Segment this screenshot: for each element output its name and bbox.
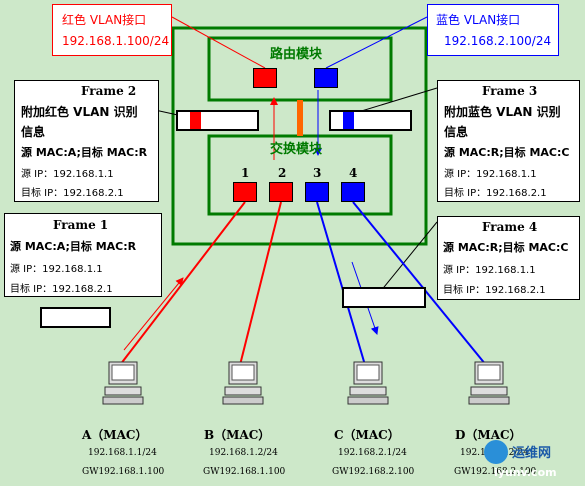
host-b-gw: GW192.168.1.100 (203, 467, 286, 477)
watermark-name: 运维网 (512, 446, 552, 461)
port-number-4: 4 (349, 166, 358, 180)
frame3-info-box: Frame 3 附加蓝色 VLAN 识别 信息 源 MAC:R;目标 MAC:C… (437, 80, 580, 202)
watermark-logo-icon (484, 440, 508, 464)
frame4-line2: 源 IP：192.168.1.1 (443, 265, 536, 276)
frame2-line4: 源 IP：192.168.1.1 (21, 169, 114, 180)
switching-module-label: 交换模块 (270, 142, 323, 157)
frame3-line3: 源 MAC:R;目标 MAC:C (444, 146, 570, 159)
blue-vlan-ip: 192.168.2.100/24 (444, 34, 552, 48)
frame3-title: Frame 3 (482, 84, 538, 98)
untagged-frame-4 (342, 287, 426, 308)
router-red-interface (253, 68, 277, 88)
router-blue-interface (314, 68, 338, 88)
frame2-title: Frame 2 (81, 84, 137, 98)
blue-interface-callout (325, 16, 428, 69)
cable-d (352, 201, 487, 366)
host-a-ip: 192.168.1.1/24 (88, 448, 157, 458)
traffic-arrow-a (123, 277, 184, 351)
blue-vlan-interface-box: 蓝色 VLAN接口 192.168.2.100/24 (427, 4, 559, 56)
host-a-name: A（MAC） (82, 428, 148, 442)
host-d-gw: GW192.168.2.100 (454, 467, 537, 477)
red-vlan-interface-box: 红色 VLAN接口 192.168.1.100/24 (52, 4, 172, 56)
port-number-1: 1 (241, 166, 250, 180)
port-number-2: 2 (278, 166, 287, 180)
red-vlan-tag (190, 112, 201, 129)
host-d-name: D（MAC） (455, 428, 522, 442)
host-c-name: C（MAC） (334, 428, 400, 442)
frame4-line1: 源 MAC:R;目标 MAC:C (443, 241, 569, 254)
device-frame (171, 26, 428, 246)
watermark-url: iyunv.com (494, 466, 557, 479)
host-c-ip: 192.168.2.1/24 (338, 448, 407, 458)
frame4-info-box: Frame 4 源 MAC:R;目标 MAC:C 源 IP：192.168.1.… (437, 216, 580, 300)
cable-b (239, 201, 282, 366)
frame4-title: Frame 4 (482, 220, 538, 234)
frame2-line5: 目标 IP：192.168.2.1 (21, 188, 124, 199)
frame1-line2: 源 IP：192.168.1.1 (10, 264, 103, 275)
frame4-line3: 目标 IP：192.168.2.1 (443, 285, 546, 296)
host-b-name: B（MAC） (204, 428, 271, 442)
switch-port-4 (341, 182, 365, 202)
untagged-frame-1 (40, 307, 111, 328)
routing-module-label: 路由模块 (270, 47, 323, 62)
red-vlan-ip: 192.168.1.100/24 (62, 34, 170, 48)
switch-port-1 (233, 182, 257, 202)
host-b-ip: 192.168.1.2/24 (209, 448, 278, 458)
frame2-info-box: Frame 2 附加红色 VLAN 识别 信息 源 MAC:A;目标 MAC:R… (14, 80, 159, 202)
frame2-line1: 附加红色 VLAN 识别 (21, 105, 138, 119)
blue-vlan-interface-label: 蓝色 VLAN接口 (436, 13, 521, 27)
computer-icon (468, 361, 510, 405)
switch-port-2 (269, 182, 293, 202)
red-interface-callout (171, 16, 266, 69)
frame1-title: Frame 1 (53, 218, 109, 232)
computer-icon (347, 361, 389, 405)
frame1-line1: 源 MAC:A;目标 MAC:R (10, 240, 137, 253)
frame2-line2: 信息 (21, 125, 46, 139)
red-vlan-interface-label: 红色 VLAN接口 (62, 13, 147, 27)
host-c-gw: GW192.168.2.100 (332, 467, 415, 477)
frame3-line2: 信息 (444, 125, 469, 139)
cable-c (316, 201, 366, 366)
computer-icon (102, 361, 144, 405)
tagged-frame-blue (329, 110, 412, 131)
frame1-line3: 目标 IP：192.168.2.1 (10, 284, 113, 295)
frame3-line5: 目标 IP：192.168.2.1 (444, 188, 547, 199)
blue-vlan-tag (343, 112, 354, 129)
host-a-gw: GW192.168.1.100 (82, 467, 165, 477)
frame3-line1: 附加蓝色 VLAN 识别 (444, 105, 561, 119)
switch-port-3 (305, 182, 329, 202)
frame3-line4: 源 IP：192.168.1.1 (444, 169, 537, 180)
port-number-3: 3 (313, 166, 322, 180)
internal-link (297, 100, 303, 136)
computer-icon (222, 361, 264, 405)
frame2-line3: 源 MAC:A;目标 MAC:R (21, 146, 148, 159)
frame1-info-box: Frame 1 源 MAC:A;目标 MAC:R 源 IP：192.168.1.… (4, 213, 162, 297)
tagged-frame-red (176, 110, 259, 131)
